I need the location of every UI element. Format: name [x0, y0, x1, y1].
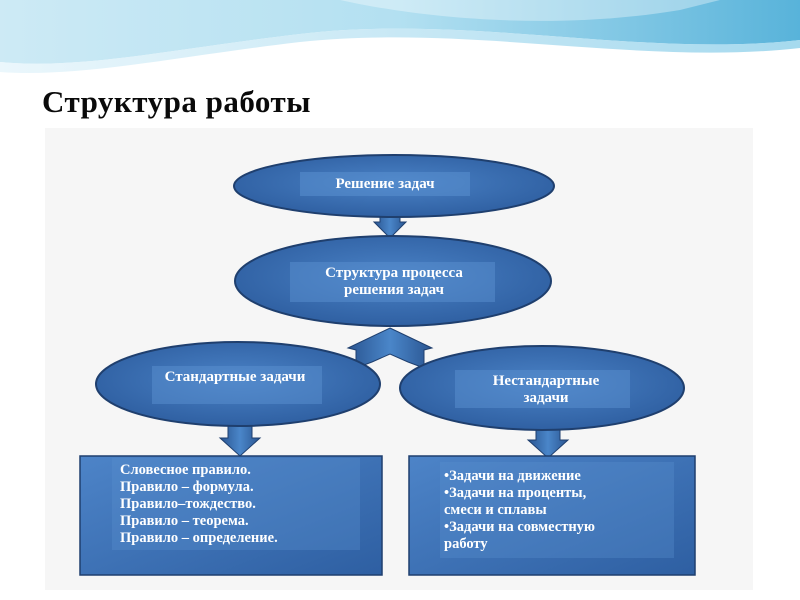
nonstandard-type-item: смеси и сплавы	[444, 502, 547, 518]
nonstandard-type-item: •Задачи на проценты,	[444, 485, 587, 501]
nonstandard-type-item: •Задачи на движение	[444, 468, 581, 484]
arrow-split	[346, 327, 434, 369]
standard-rule-item: Словесное правило.	[120, 462, 251, 478]
node-nonstandard-label: Нестандартные задачи	[492, 373, 600, 406]
nonstandard-types-box	[408, 455, 696, 576]
standard-rule-item: Правило – определение.	[120, 530, 278, 546]
standard-rules-box	[79, 455, 383, 576]
standard-rule-item: Правило–тождество.	[120, 496, 256, 512]
node-standard-label: Стандартные задачи	[164, 369, 306, 385]
standard-rule-item: Правило – теорема.	[120, 513, 249, 529]
nonstandard-type-item: работу	[444, 536, 488, 552]
node-solving-label: Решение задач	[335, 176, 435, 192]
arrow-down-left	[218, 425, 262, 457]
nonstandard-types-list: •Задачи на движение •Задачи на проценты,…	[444, 468, 595, 553]
arrow-down-right	[526, 427, 570, 459]
node-structure-label: Структура процесса решения задач	[325, 265, 463, 298]
header-wave	[0, 0, 800, 74]
standard-rules-list: Словесное правило. Правило – формула. Пр…	[120, 462, 278, 547]
slide-title: Структура работы	[42, 84, 311, 119]
standard-rule-item: Правило – формула.	[120, 479, 254, 495]
nonstandard-type-item: •Задачи на совместную	[444, 519, 596, 535]
